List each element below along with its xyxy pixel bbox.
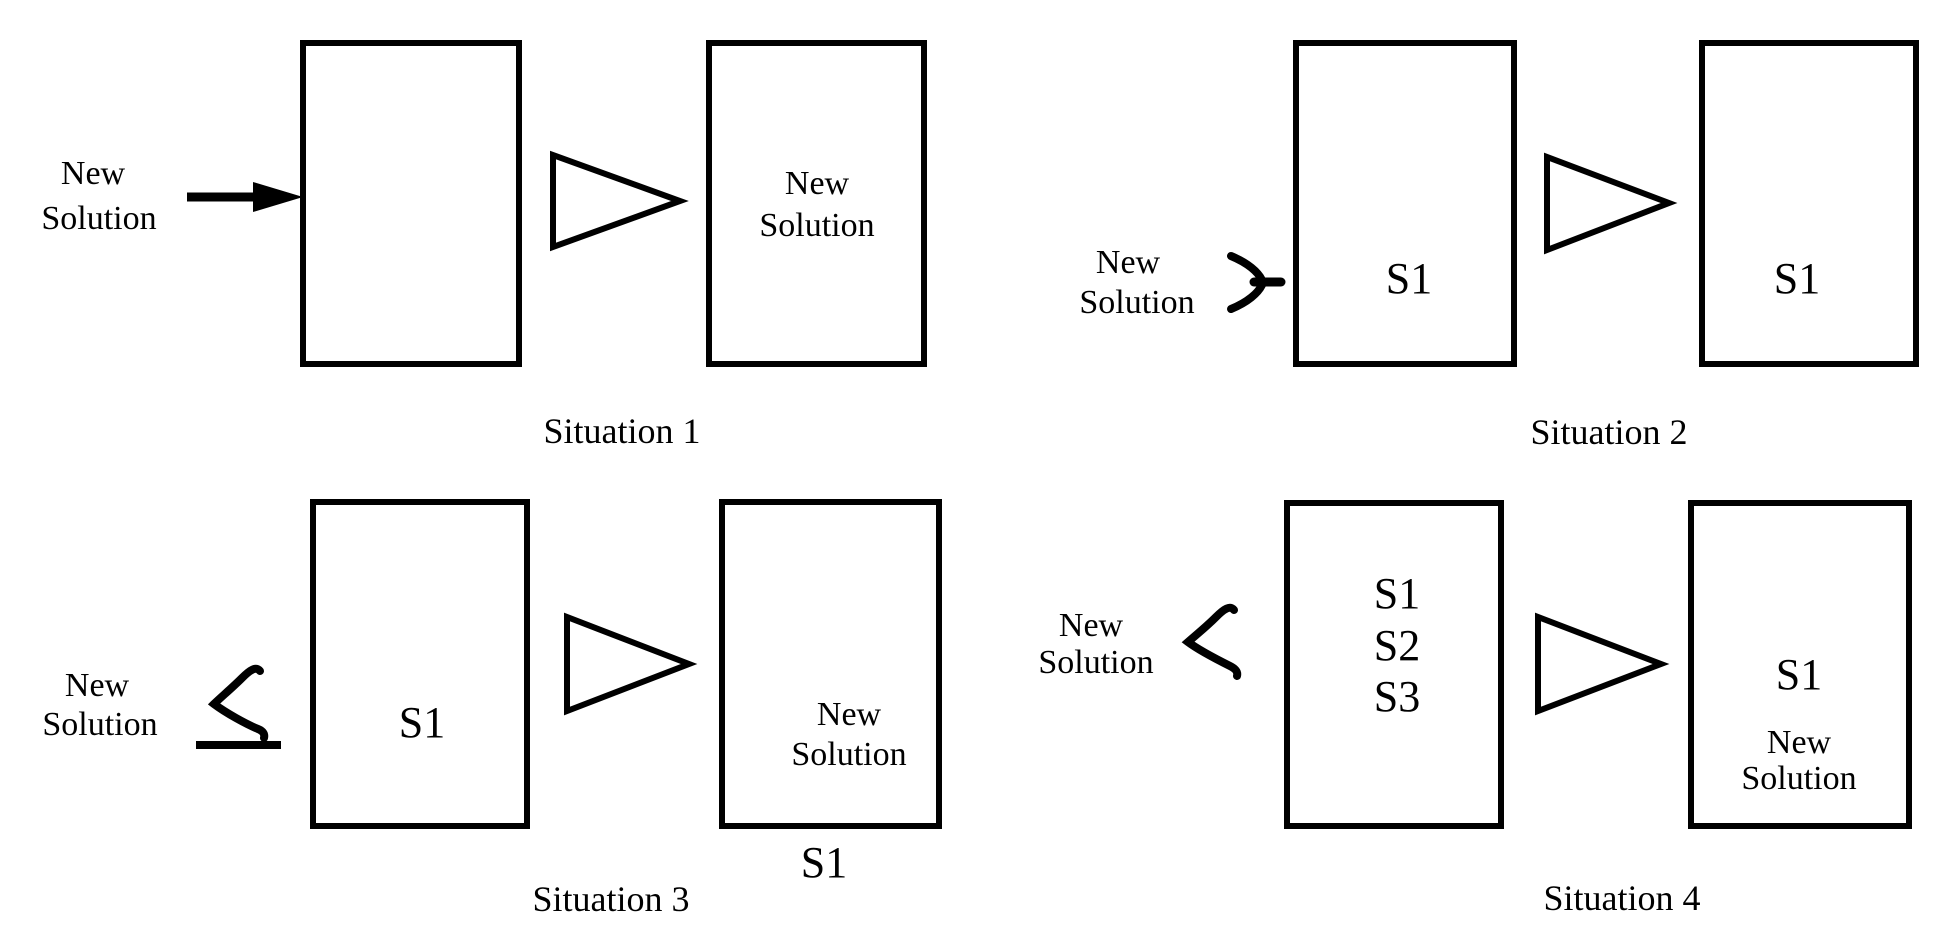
left-box	[1293, 40, 1517, 367]
situation-caption: Situation 2	[1530, 412, 1687, 452]
deflection-arrow-icon	[1227, 252, 1286, 313]
situation-caption: Situation 1	[543, 411, 700, 451]
right-box-text-line1: New	[785, 165, 850, 202]
deflection-arrow-icon	[1181, 603, 1242, 680]
left-box	[310, 499, 530, 829]
left-box-text-line1: S1	[1386, 254, 1432, 303]
transition-triangle-icon	[550, 150, 689, 252]
right-box	[719, 499, 942, 829]
left-box-text-line3: S3	[1374, 672, 1420, 721]
left-box-text-line1: S1	[399, 698, 445, 747]
situation-caption: Situation 3	[532, 879, 689, 919]
deflection-arrow-icon	[196, 664, 281, 749]
situation-caption: Situation 4	[1543, 878, 1700, 918]
left-box	[300, 40, 522, 367]
input-arrow-icon	[187, 182, 303, 212]
transition-triangle-icon	[564, 612, 698, 716]
below-right-box-text: S1	[801, 838, 847, 887]
situation-2-group: New Solution S1 S1 Situation 2	[1079, 40, 1919, 452]
situation-4-group: New Solution S1 S2 S3 S1 New Solution Si…	[1038, 500, 1912, 918]
situation-1-group: New Solution New Solution Situation 1	[41, 40, 927, 451]
right-box-text-line2: Solution	[791, 736, 906, 773]
new-solution-label-line1: New	[65, 667, 130, 704]
new-solution-label-line2: Solution	[42, 706, 157, 743]
right-box-text-line1: S1	[1776, 650, 1822, 699]
right-box	[1688, 500, 1912, 829]
transition-triangle-icon	[1544, 152, 1678, 255]
left-box	[1284, 500, 1504, 829]
right-box-text-line2: Solution	[759, 207, 874, 244]
left-box-text-line1: S1	[1374, 569, 1420, 618]
right-box	[706, 40, 927, 367]
situation-3-group: New Solution S1 New Solution S1 Situatio…	[42, 499, 942, 919]
right-box-text-line3: Solution	[1741, 760, 1856, 797]
left-box-text-line2: S2	[1374, 621, 1420, 670]
right-box-text-line1: New	[817, 696, 882, 733]
new-solution-label-line2: Solution	[1079, 284, 1194, 321]
new-solution-label-line2: Solution	[1038, 644, 1153, 681]
right-box-text-line2: New	[1767, 724, 1832, 761]
transition-triangle-icon	[1535, 612, 1670, 716]
new-solution-label-line2: Solution	[41, 200, 156, 237]
right-box	[1699, 40, 1919, 367]
new-solution-label-line1: New	[1096, 244, 1161, 281]
right-box-text-line1: S1	[1774, 254, 1820, 303]
new-solution-label-line1: New	[1059, 607, 1124, 644]
new-solution-label-line1: New	[61, 155, 126, 192]
